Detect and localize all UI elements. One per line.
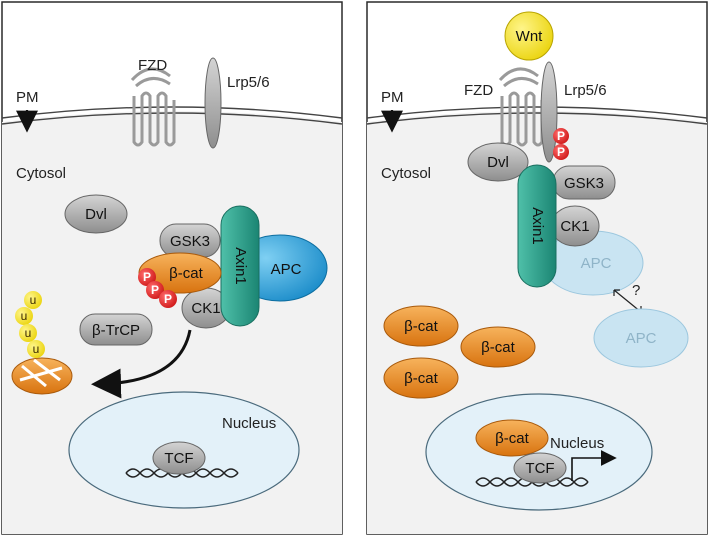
right-beta-catenin-2 xyxy=(460,326,536,368)
right-transcription-arrow xyxy=(571,450,617,481)
right-membrane-outer xyxy=(366,106,708,119)
left-degradation-arrow xyxy=(91,329,192,399)
right-gsk3-label: GSK3 xyxy=(564,175,604,192)
left-gsk3-label: GSK3 xyxy=(170,233,210,250)
right-nuclear-beta-catenin-label: β-cat xyxy=(495,430,529,447)
right-wnt-ligand xyxy=(504,11,554,61)
left-beta-trcp-label: β-TrCP xyxy=(92,322,140,339)
left-membrane-inner xyxy=(1,112,343,125)
left-apc-label: APC xyxy=(271,261,302,278)
right-lrp-receptor xyxy=(540,61,558,163)
left-phospho-3 xyxy=(159,290,177,308)
right-wnt-label: Wnt xyxy=(516,28,544,45)
left-nucleus-label: Nucleus xyxy=(222,415,276,432)
right-beta-catenin-label-2: β-cat xyxy=(481,339,515,356)
left-fzd-receptor xyxy=(130,67,176,147)
right-phospho-label-1: P xyxy=(557,129,565,143)
right-tcf-label: TCF xyxy=(525,460,554,477)
left-degraded-beta-catenin xyxy=(11,357,73,395)
right-panel: PM Cytosol Wnt FZD Lrp5/6 P P Dvl APC GS… xyxy=(366,1,708,535)
left-pm-label: PM xyxy=(16,89,39,106)
right-pm-label: PM xyxy=(381,89,404,106)
right-exchange-arrow-head-1 xyxy=(613,289,620,296)
left-ubiquitin-4 xyxy=(27,340,45,358)
left-ubiquitin-3 xyxy=(19,324,37,342)
right-cytosol-label: Cytosol xyxy=(381,165,431,182)
left-ubiquitin-label-4: u xyxy=(33,342,40,356)
left-ubiquitin-2 xyxy=(15,307,33,325)
right-ck1-label: CK1 xyxy=(560,218,589,235)
right-phospho-1 xyxy=(553,128,569,144)
right-apc-free-label: APC xyxy=(626,330,657,347)
right-beta-catenin-label-1: β-cat xyxy=(404,318,438,335)
left-fzd-label: FZD xyxy=(138,57,167,74)
left-membrane-outer xyxy=(1,106,343,119)
left-ubiquitin-1 xyxy=(24,291,42,309)
right-beta-catenin-1 xyxy=(383,305,459,347)
right-question-mark: ? xyxy=(632,282,640,299)
right-apc-bound-label: APC xyxy=(581,255,612,272)
left-phospho-label-2: P xyxy=(151,283,159,297)
right-fzd-receptor xyxy=(498,67,544,147)
right-beta-catenin-3 xyxy=(383,357,459,399)
left-ck1-label: CK1 xyxy=(191,300,220,317)
right-lrp-label: Lrp5/6 xyxy=(564,82,607,99)
right-tcf xyxy=(513,452,567,484)
left-dvl xyxy=(64,194,128,234)
left-ubiquitin-label-3: u xyxy=(25,326,32,340)
left-axin1-label: Axin1 xyxy=(232,247,249,285)
right-nuclear-beta-catenin xyxy=(475,419,549,457)
right-dvl-label: Dvl xyxy=(487,154,509,171)
left-ubiquitin-label-2: u xyxy=(21,309,28,323)
left-dvl-label: Dvl xyxy=(85,206,107,223)
left-beta-trcp xyxy=(79,313,153,346)
right-dvl xyxy=(467,142,529,182)
right-phospho-2 xyxy=(553,144,569,160)
right-axin1 xyxy=(517,164,557,288)
left-ubiquitin-label-1: u xyxy=(30,293,37,307)
left-beta-catenin-label: β-cat xyxy=(169,265,203,282)
right-nucleus-label: Nucleus xyxy=(550,435,604,452)
left-lrp-receptor xyxy=(204,57,222,149)
right-axin1-label: Axin1 xyxy=(529,207,546,245)
left-phospho-2 xyxy=(146,281,164,299)
right-exchange-arrow xyxy=(613,289,642,313)
right-fzd-label: FZD xyxy=(464,82,493,99)
right-apc-free xyxy=(593,308,689,368)
left-axin1 xyxy=(220,205,260,327)
right-nucleus xyxy=(425,393,653,511)
left-tcf-label: TCF xyxy=(164,450,193,467)
right-membrane-inner xyxy=(366,112,708,125)
right-phospho-label-2: P xyxy=(557,145,565,159)
left-cytosol-label: Cytosol xyxy=(16,165,66,182)
left-panel: PM Cytosol FZD Lrp5/6 Dvl APC GSK3 CK1 A… xyxy=(1,1,343,535)
left-lrp-label: Lrp5/6 xyxy=(227,74,270,91)
left-phospho-label-1: P xyxy=(143,270,151,284)
right-beta-catenin-label-3: β-cat xyxy=(404,370,438,387)
left-tcf xyxy=(152,441,206,475)
left-phospho-1 xyxy=(138,268,156,286)
left-phospho-label-3: P xyxy=(164,292,172,306)
